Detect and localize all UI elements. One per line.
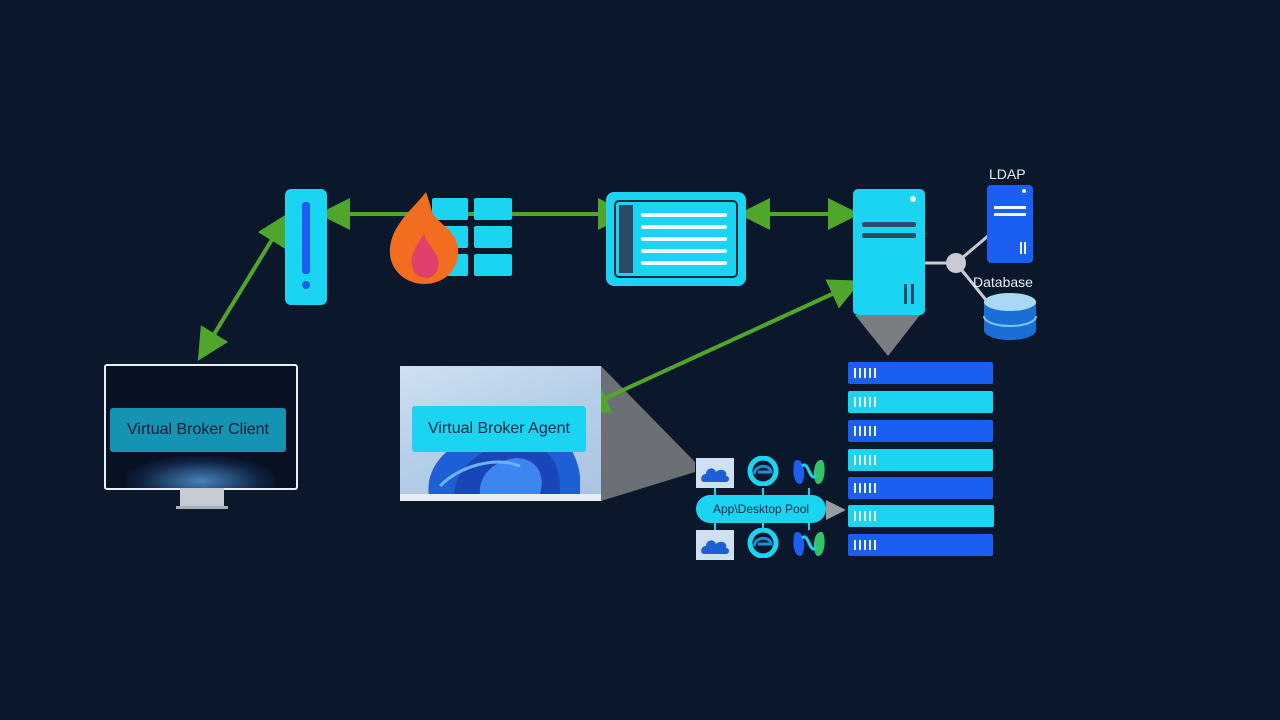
app-desktop-pool-label: App\Desktop Pool <box>696 495 826 523</box>
rack-unit <box>848 505 994 527</box>
arrow-agent-server <box>576 279 862 413</box>
monitor-glow <box>126 456 276 488</box>
load-balancer-icon <box>606 192 746 286</box>
connector-hub-node <box>946 253 966 273</box>
rack-unit <box>848 534 993 556</box>
gateway-device-icon <box>285 189 327 305</box>
webex-icon-2 <box>793 531 825 556</box>
rack-unit <box>848 362 993 384</box>
rack-unit <box>848 477 993 499</box>
edge-browser-icon-2 <box>747 528 779 558</box>
webex-icon <box>793 459 825 484</box>
edge-browser-icon <box>747 456 779 486</box>
database-label: Database <box>973 274 1033 290</box>
cloud-desktop-icon <box>696 458 734 488</box>
rack-unit <box>848 391 993 413</box>
server-projection-cone <box>855 315 920 356</box>
pool-connectors <box>714 488 810 530</box>
rack-unit <box>848 420 993 442</box>
database-icon <box>983 293 1037 340</box>
rack-unit <box>848 449 993 471</box>
ldap-server-icon <box>987 185 1033 263</box>
ldap-label: LDAP <box>989 166 1026 182</box>
broker-server-icon <box>853 189 925 315</box>
client-monitor-screen: Virtual Broker Client <box>104 364 298 490</box>
agent-projection-cone <box>601 366 695 501</box>
pool-to-rack-arrow <box>826 500 846 520</box>
arrow-client-gateway <box>197 213 289 361</box>
firewall-icon <box>389 192 512 284</box>
virtual-broker-client-label: Virtual Broker Client <box>110 408 286 452</box>
cloud-desktop-icon-2 <box>696 530 734 560</box>
agent-taskbar <box>400 494 601 501</box>
agent-desktop-screenshot: Virtual Broker Agent <box>400 366 601 501</box>
monitor-stand <box>176 488 228 509</box>
virtual-broker-agent-label: Virtual Broker Agent <box>412 406 586 452</box>
